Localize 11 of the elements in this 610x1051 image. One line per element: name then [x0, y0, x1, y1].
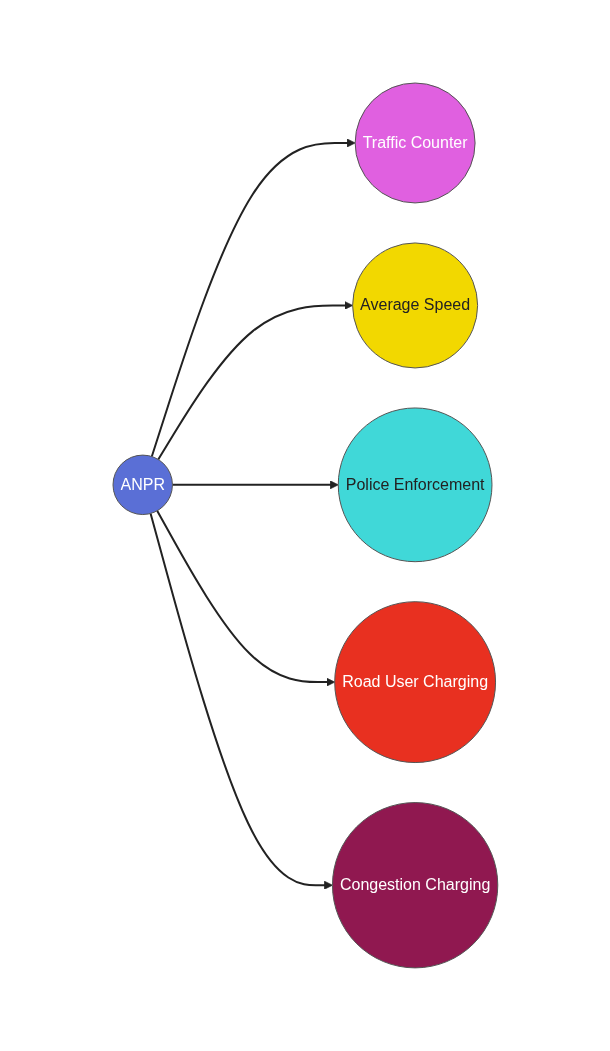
- node-circle: Average Speed: [351, 242, 478, 369]
- arrow: [155, 509, 335, 687]
- node-circle: Police Enforcement: [337, 407, 493, 563]
- arrow: [171, 480, 339, 490]
- node-circle: Traffic Counter: [354, 82, 476, 204]
- node-circle: Congestion Charging: [331, 802, 498, 969]
- arrow: [149, 512, 333, 890]
- node-circle: ANPR: [112, 454, 173, 516]
- node-circle: Road User Charging: [333, 601, 496, 764]
- arrow: [150, 138, 356, 458]
- arrow: [156, 301, 353, 461]
